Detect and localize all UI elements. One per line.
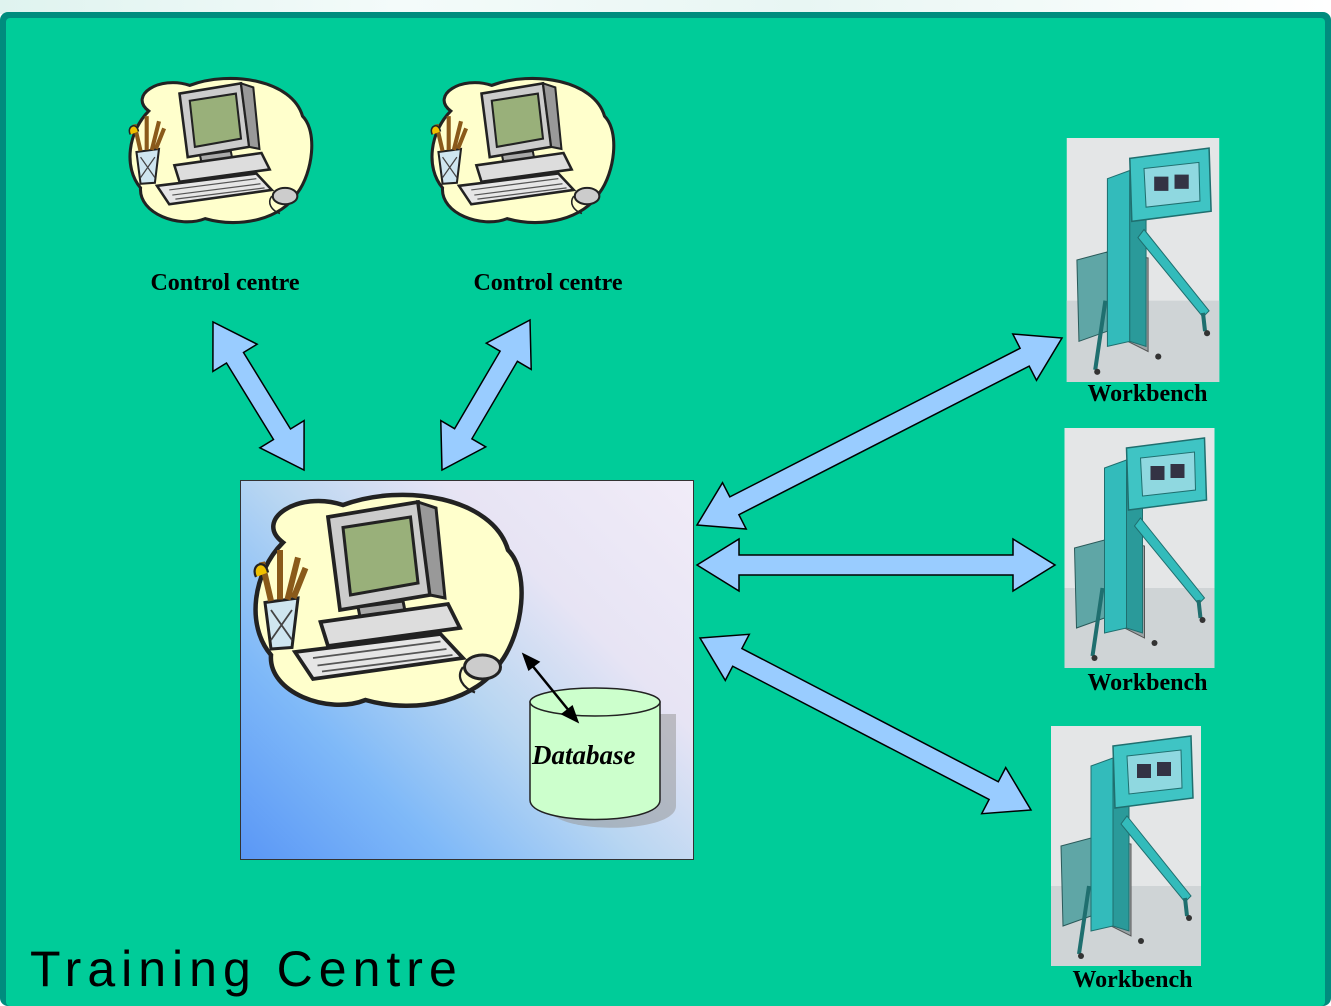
computer-clipart-icon xyxy=(431,78,613,222)
workbench-machine-icon xyxy=(1065,428,1215,668)
double-arrow-icon xyxy=(521,652,580,724)
double-arrow-icon xyxy=(695,537,1057,593)
double-arrow-icon xyxy=(212,320,305,472)
computer-clipart-icon xyxy=(255,495,522,706)
double-arrow-icon xyxy=(695,333,1064,530)
computer-clipart-icon xyxy=(129,78,311,222)
workbench-label-2: Workbench xyxy=(1087,670,1208,696)
database-cylinder-icon xyxy=(529,687,676,828)
double-arrow-icon xyxy=(440,318,532,472)
double-arrow-icon xyxy=(698,633,1033,815)
control-centre-label-1: Control centre xyxy=(150,270,300,296)
top-decoration xyxy=(0,0,1331,14)
diagram-title: Training Centre xyxy=(30,941,463,997)
workbench-label-3: Workbench xyxy=(1072,967,1193,993)
database-label: Database xyxy=(532,740,636,770)
workbench-machine-icon xyxy=(1051,726,1201,966)
control-centre-label-2: Control centre xyxy=(473,270,623,296)
workbench-label-1: Workbench xyxy=(1087,381,1208,407)
workbench-machine-icon xyxy=(1067,138,1220,382)
